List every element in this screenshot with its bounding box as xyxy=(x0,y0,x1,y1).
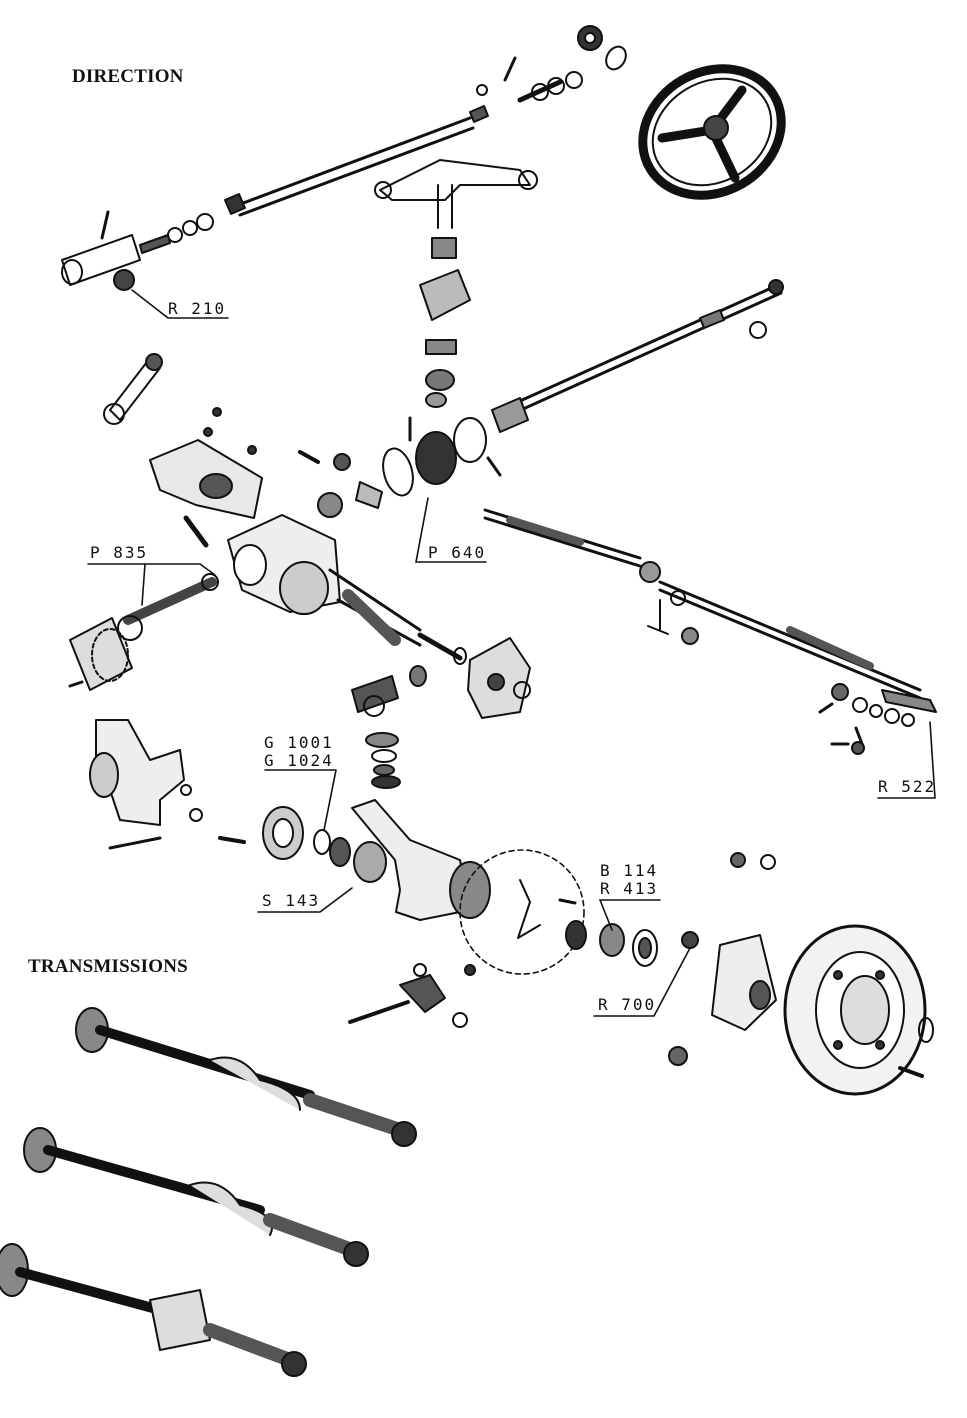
callout-g1001: G 1001 xyxy=(264,733,334,752)
drive-shaft-1 xyxy=(75,1007,417,1147)
brake-drum xyxy=(668,924,934,1096)
tie-rod-end-left xyxy=(61,210,214,291)
brake-backing-plate xyxy=(459,849,585,975)
intermediate-shaft xyxy=(491,279,784,433)
hub-carrier xyxy=(218,799,491,921)
callout-r413: R 413 xyxy=(600,879,659,898)
callout-r210: R 210 xyxy=(168,299,227,318)
pinion-assembly xyxy=(68,573,219,691)
stub-axle-left xyxy=(89,719,203,850)
callout-g1024: G 1024 xyxy=(264,751,334,770)
callout-p640: P 640 xyxy=(428,543,487,562)
callout-r522: R 522 xyxy=(878,777,937,796)
steering-column xyxy=(224,56,583,217)
callout-b114: B 114 xyxy=(600,861,659,880)
track-rod xyxy=(483,508,937,755)
callout-g1001-g1024: G 1001 G 1024 xyxy=(264,734,334,770)
callout-r700: R 700 xyxy=(598,995,657,1014)
steering-wheel xyxy=(638,64,786,200)
section-title-transmissions: TRANSMISSIONS xyxy=(28,956,188,977)
wheel-nut xyxy=(577,25,627,71)
support-bracket xyxy=(149,407,263,548)
ball-joint-lower xyxy=(348,963,476,1028)
callout-p835: P 835 xyxy=(90,543,149,562)
drive-shaft-2 xyxy=(23,1127,369,1267)
drive-shaft-3 xyxy=(0,1243,307,1377)
rack-end-cover xyxy=(409,637,531,719)
rack-housing xyxy=(227,514,463,661)
flexible-coupling xyxy=(298,416,502,518)
callout-leaders xyxy=(87,289,936,1017)
ball-joint-upper xyxy=(351,675,401,789)
drop-arm xyxy=(374,159,538,408)
idler-lever xyxy=(103,353,163,425)
callout-s143: S 143 xyxy=(262,891,321,910)
callout-b114-r413: B 114 R 413 xyxy=(600,862,658,898)
hub-bearings xyxy=(565,852,776,967)
section-title-direction: DIRECTION xyxy=(72,66,184,87)
wheel-hub xyxy=(711,934,777,1031)
